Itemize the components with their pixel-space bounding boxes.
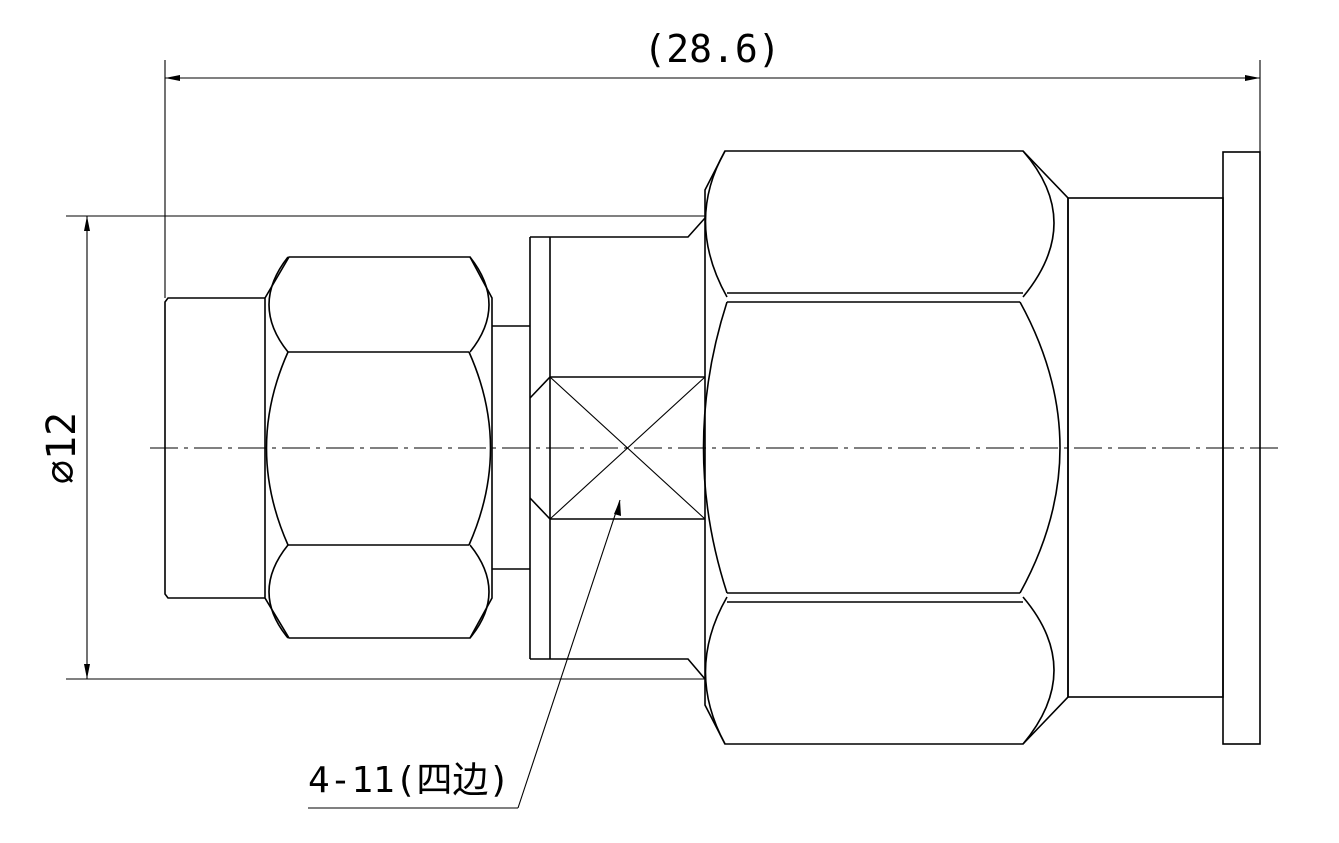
diameter-dimension-label: ⌀12 — [39, 412, 85, 484]
right-flange — [1222, 151, 1261, 745]
wrench-flats-callout: 4-11(四边) — [308, 499, 621, 809]
length-dimension-label: (28.6) — [643, 27, 780, 71]
diameter-dimension: ⌀12 — [39, 215, 705, 680]
left-stub — [164, 297, 265, 599]
neck — [492, 325, 530, 570]
length-dimension: (28.6) — [164, 27, 1261, 298]
small-hex-nut — [264, 256, 493, 639]
wrench-flats-label: 4-11(四边) — [308, 760, 510, 801]
wrench-flat-body — [529, 217, 706, 680]
